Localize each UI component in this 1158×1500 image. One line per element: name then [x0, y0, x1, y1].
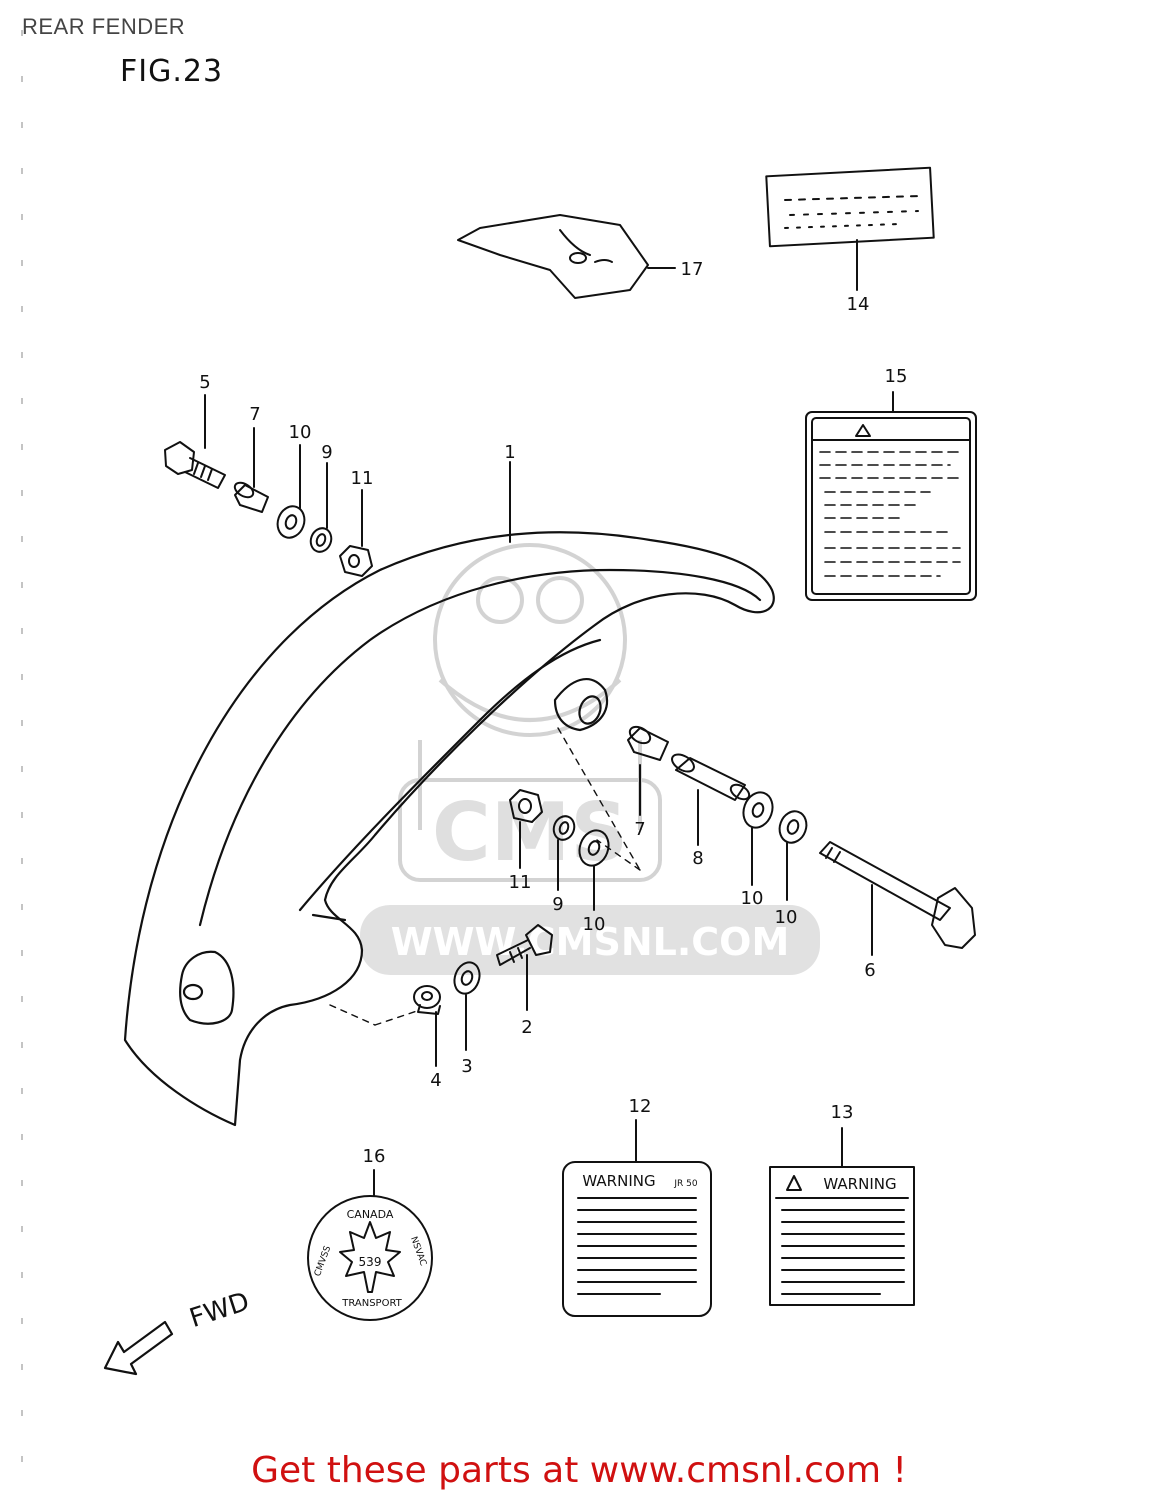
callout-10-upper: 10 — [289, 422, 312, 443]
part-3-washer — [453, 961, 481, 995]
part-14-label — [765, 166, 935, 248]
part-11-nut-upper — [339, 545, 373, 577]
part-10-washer-upper — [276, 505, 306, 539]
footer-link[interactable]: Get these parts at www.cmsnl.com ! — [251, 1450, 907, 1491]
cms-logo-icon: CMS — [398, 543, 662, 882]
callout-2: 2 — [521, 1017, 532, 1038]
figure-label: FIG.23 — [120, 54, 224, 89]
canada-top-text: CANADA — [347, 1208, 394, 1221]
part-9-lock-washer-upper — [309, 527, 333, 553]
callout-17: 17 — [681, 259, 704, 280]
canada-number: 539 — [359, 1255, 382, 1269]
svg-text:CMS: CMS — [432, 786, 628, 879]
callout-11-upper: 11 — [351, 468, 374, 489]
part-10-washer-lower — [578, 829, 610, 867]
part-17-pad — [457, 214, 649, 299]
callout-14: 14 — [847, 294, 870, 315]
part-1-rear-fender — [123, 531, 775, 1127]
part-7-collar-lower — [627, 725, 669, 761]
part-6-long-bolt — [819, 841, 976, 949]
part-15-caution-label — [805, 411, 977, 601]
callout-6: 6 — [864, 960, 875, 981]
callout-15: 15 — [885, 366, 908, 387]
part-4-collar — [413, 985, 441, 1015]
callout-1: 1 — [504, 442, 515, 463]
arrow-left-icon — [103, 1320, 174, 1376]
warning-12-text: WARNING — [582, 1172, 655, 1190]
canada-right-text: NSVAC — [408, 1235, 428, 1267]
part-9-lock-washer-lower — [552, 815, 576, 841]
warning-12-code: JR 50 — [673, 1179, 697, 1189]
part-10-washer-right-a — [742, 791, 774, 829]
part-7-collar-upper — [233, 481, 269, 513]
watermark-banner: WWW.CMSNL.COM — [360, 905, 820, 975]
canada-bottom-text: TRANSPORT — [341, 1298, 402, 1309]
fwd-label: FWD — [186, 1287, 253, 1334]
callout-10-lower: 10 — [583, 914, 606, 935]
part-10-washer-right-b — [778, 810, 808, 844]
callout-12: 12 — [629, 1096, 652, 1117]
callout-10-right-a: 10 — [741, 888, 764, 909]
callout-4: 4 — [430, 1070, 441, 1091]
callout-7-lower: 7 — [634, 819, 645, 840]
page-title: REAR FENDER — [22, 14, 186, 39]
callout-11-lower: 11 — [509, 872, 532, 893]
callout-16: 16 — [363, 1146, 386, 1167]
callout-9-lower: 9 — [552, 894, 563, 915]
part-16-canada-label — [307, 1195, 433, 1321]
callout-13: 13 — [831, 1102, 854, 1123]
callout-10-right-b: 10 — [775, 907, 798, 928]
part-2-bolt — [496, 924, 553, 966]
part-12-warning-label — [562, 1161, 712, 1317]
part-11-nut-lower — [509, 789, 543, 823]
part-8-spacer-tube — [671, 753, 751, 801]
callout-5: 5 — [199, 372, 210, 393]
callout-9-upper: 9 — [321, 442, 332, 463]
part-5-bolt — [164, 441, 226, 489]
callout-3: 3 — [461, 1056, 472, 1077]
warning-13-text: WARNING — [823, 1175, 896, 1193]
callout-8: 8 — [692, 848, 703, 869]
canada-left-text: CMVSS — [313, 1244, 333, 1277]
callout-7-upper: 7 — [249, 404, 260, 425]
watermark-text: WWW.CMSNL.COM — [391, 920, 790, 964]
maple-leaf-icon — [339, 1221, 401, 1293]
